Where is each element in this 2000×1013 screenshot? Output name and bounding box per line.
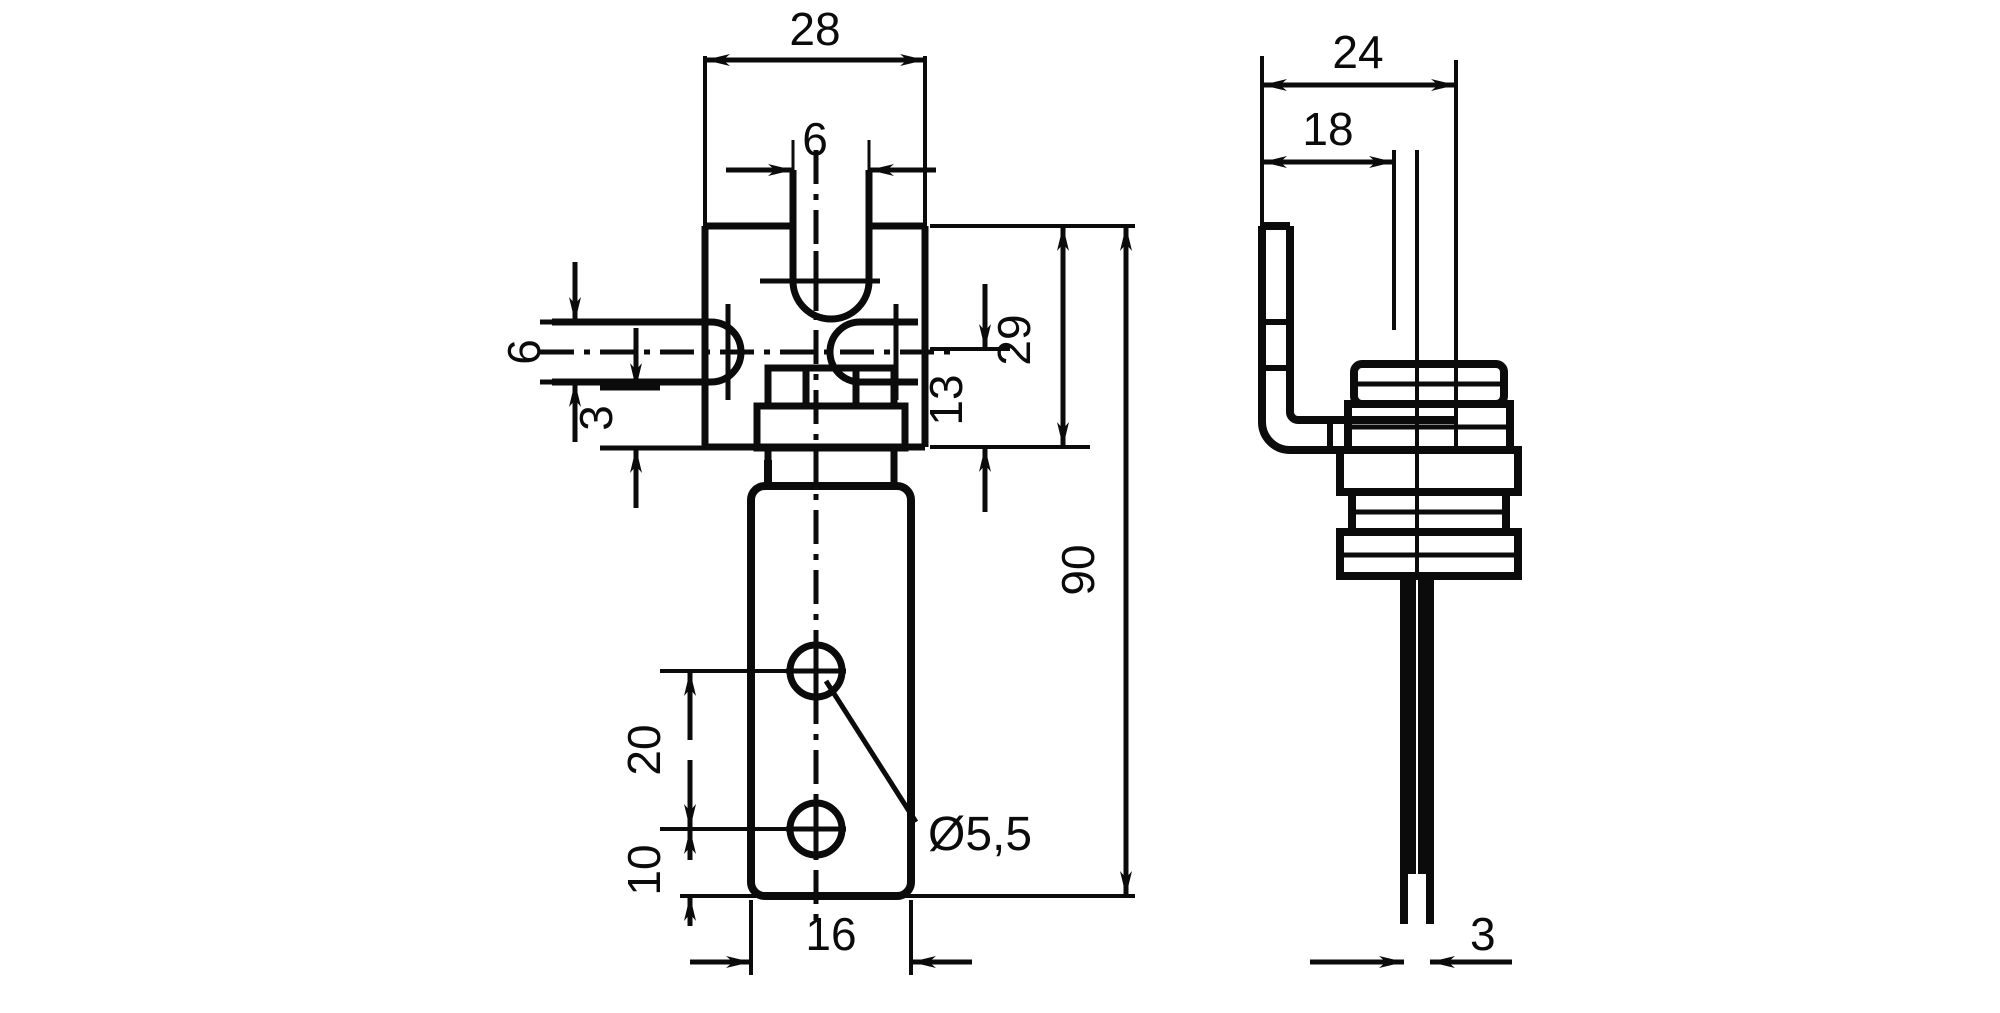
dim-10-label: 10 <box>618 844 670 895</box>
dim-6-left-label: 6 <box>498 339 550 365</box>
side-bracket-profile <box>1258 222 1456 454</box>
dim-6-slot: 6 <box>726 113 936 176</box>
dim-10: 10 <box>618 829 696 926</box>
dim-6-left: 6 <box>498 262 600 442</box>
front-plate-inner-edges <box>701 382 929 447</box>
side-cable <box>1400 576 1434 924</box>
side-collar-detail-lines <box>1340 381 1518 558</box>
dim-18: 18 <box>1262 103 1396 330</box>
front-slot-crossmarks <box>725 251 899 400</box>
dim-3-left-label: 3 <box>570 405 622 431</box>
dim-20-label: 20 <box>618 724 670 775</box>
side-view-dimensions: 24 18 3 <box>1262 26 1512 968</box>
side-collar-centermarks <box>1415 467 1419 556</box>
dim-3-left: 3 <box>570 328 712 508</box>
dim-90: 90 <box>680 226 1135 898</box>
side-view <box>1258 56 1522 924</box>
dim-20: 20 <box>618 669 790 831</box>
dim-28-label: 28 <box>789 3 840 55</box>
dim-16-label: 16 <box>805 908 856 960</box>
dim-13-label: 13 <box>920 374 972 425</box>
dim-diameter-label: Ø5,5 <box>928 808 1032 861</box>
dim-3-cable-label: 3 <box>1470 908 1496 960</box>
dim-90-label: 90 <box>1052 544 1104 595</box>
dim-diameter-leader: Ø5,5 <box>823 679 1032 861</box>
dim-6-slot-label: 6 <box>802 113 828 165</box>
dim-24-label: 24 <box>1332 26 1383 78</box>
front-view-dimensions: 28 6 6 3 13 <box>498 3 1135 975</box>
dim-28: 28 <box>703 3 927 230</box>
side-bracket-inner-lines <box>1262 319 1333 450</box>
front-vertical-slot <box>789 170 873 323</box>
dim-29-label: 29 <box>988 314 1040 365</box>
dim-16: 16 <box>690 900 972 975</box>
dim-3-cable: 3 <box>1310 908 1512 968</box>
dim-29: 29 <box>930 224 1135 447</box>
dim-18-label: 18 <box>1302 103 1353 155</box>
dim-24: 24 <box>1262 26 1456 91</box>
